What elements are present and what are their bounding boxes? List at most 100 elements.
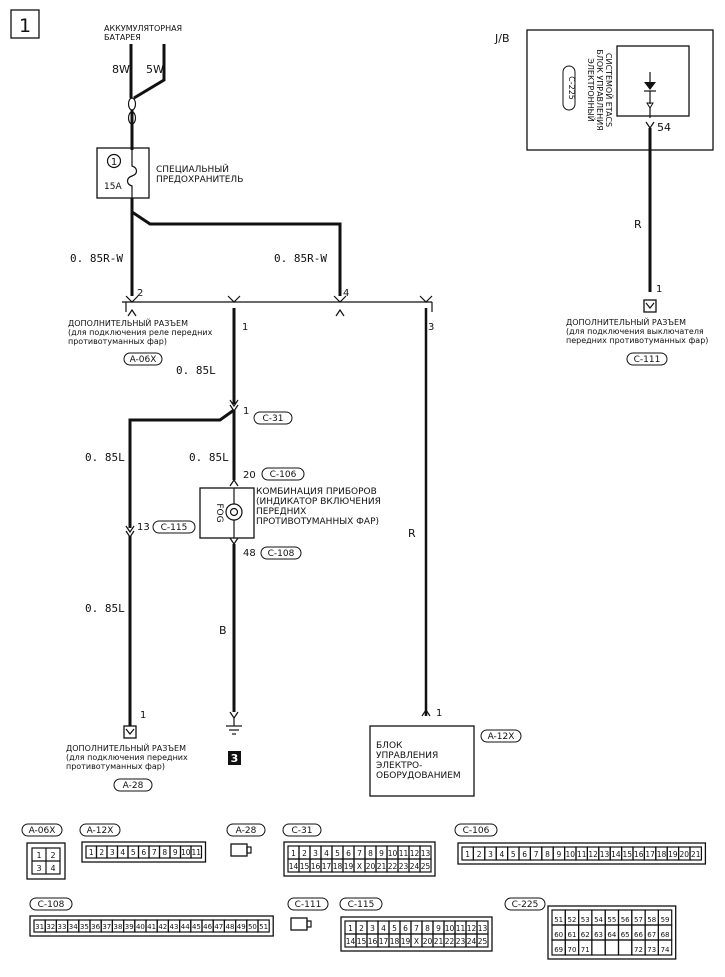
c225-pin-label: 68 [661,931,670,939]
svg-text:ПЕРЕДНИХ: ПЕРЕДНИХ [256,507,306,517]
c115-pin-label: 12 [467,924,477,933]
c225-pin-label: 53 [581,916,590,924]
c106-pin-label: 5 [511,850,516,859]
wire-label-left-low: 0. 85L [85,602,125,615]
c115-pin-label: 21 [434,937,444,946]
c115-cell [476,933,489,948]
fog-indicator-lamp [225,503,243,521]
a12x-pin-label: 3 [110,848,115,857]
fog-label: FOG [214,503,224,522]
legend-tag-c225: C-225 [504,897,546,911]
jb-label: J/B [494,32,510,45]
c111-pin: 1 [656,284,662,295]
c115-pin-label: 18 [390,937,400,946]
c108-pin-label: 49 [237,923,246,931]
c31-pin-label: 9 [379,849,384,858]
c106-id: C-106 [270,470,297,480]
etacs-label: ЭЛЕКТРОННЫЙ БЛОК УПРАВЛЕНИЯ СИСТЕМОЙ ETA… [586,49,615,130]
wire-label-mid: 0. 85L [176,364,216,377]
a06x-pin4: 4 [343,288,349,299]
legend-tag-c108: C-108 [29,897,73,911]
c225-pin-label: 62 [581,931,590,939]
c108-pin-label: 42 [158,923,167,931]
c106-pin-label: 8 [545,850,550,859]
svg-text:ДОПОЛНИТЕЛЬНЫЙ РАЗЪЕМ: ДОПОЛНИТЕЛЬНЫЙ РАЗЪЕМ [566,316,686,327]
ground-symbol [226,711,242,735]
c108-pin-label: 43 [170,923,179,931]
svg-text:(ИНДИКАТОР ВКЛЮЧЕНИЯ: (ИНДИКАТОР ВКЛЮЧЕНИЯ [256,497,381,507]
svg-text:A-28: A-28 [236,826,257,836]
svg-text:A-06X: A-06X [29,826,56,836]
c111-connector [643,299,657,313]
c106-pin-label: 18 [657,850,667,859]
legend-connector-a28 [230,843,252,857]
c31-pin-label: 24 [410,862,420,871]
a12x-pin-label: 11 [191,848,201,857]
a12x-pin-label: 5 [131,848,136,857]
jb-box [526,29,714,151]
c31-pin-label: 12 [410,849,420,858]
svg-text:(для подключения выключателя: (для подключения выключателя [566,327,704,336]
svg-text:ОБОРУДОВАНИЕМ: ОБОРУДОВАНИЕМ [376,771,461,781]
c108-pin-label: 47 [214,923,223,931]
legend-tag-a12x: A-12X [79,823,121,837]
c108-pin-label: 48 [226,923,235,931]
c115-pin-label: 20 [423,937,433,946]
a12x-label: БЛОК УПРАВЛЕНИЯ ЭЛЕКТРО- ОБОРУДОВАНИЕМ [376,741,461,781]
wire-5w-label: 5W [146,63,164,76]
svg-text:C-108: C-108 [38,900,65,910]
c225-pin-label: 54 [594,916,603,924]
c225-pin-label: 57 [634,916,643,924]
c106-pin-label: 10 [566,850,576,859]
wire-to-pin4 [130,198,342,296]
c225-pin-label: 55 [607,916,616,924]
c115-pin-label: 9 [436,924,441,933]
c31-pin-label: 17 [322,862,332,871]
fuse-rating: 15A [104,182,122,192]
ground-ref: 3 [231,752,239,765]
c225-mark [645,121,655,130]
c31-pin-label: 19 [344,862,354,871]
wire-label-pin2: 0. 85R-W [70,252,123,265]
c115-mark [125,525,135,534]
c225-pin-label: 64 [607,931,616,939]
c225-pin-label: 56 [621,916,630,924]
jb-pin: 54 [657,121,671,134]
c108-tag [260,546,302,560]
cluster-pin-bottom: 48 [243,548,256,559]
c106-pin-label: 19 [668,850,678,859]
a12x-box [369,725,475,797]
c108-pin-label: 31 [35,923,44,931]
c115-pin-label: 19 [401,937,411,946]
c31-pin-label: 3 [313,849,318,858]
c106-pin-label: 1 [465,850,470,859]
c31-pin-label: 14 [289,862,299,871]
legend-connector-a06x: 1 2 3 4 [26,842,66,880]
c225-pin-label: 66 [634,931,643,939]
c106-pin-label: 15 [623,850,633,859]
a06x-pin3: 3 [428,322,434,333]
a12x-mark [421,708,431,717]
c106-pin-label: 12 [588,850,598,859]
c106-pin-label: 7 [534,850,539,859]
fuse-box [96,147,150,199]
c225-pin-label: 73 [647,946,656,954]
c225-pin-label: 61 [567,931,576,939]
legend-tag-c115: C-115 [339,897,383,911]
c31-pin-label: 1 [291,849,296,858]
c115-pin-label: 11 [456,924,466,933]
svg-text:ДОПОЛНИТЕЛЬНЫЙ РАЗЪЕМ: ДОПОЛНИТЕЛЬНЫЙ РАЗЪЕМ [66,742,186,753]
fuse-number-circle [106,153,122,169]
c31-pin-label: 18 [333,862,343,871]
c111-id: C-111 [634,355,661,365]
c31-pin-label: 21 [377,862,387,871]
wire-label-r-jb: R [634,218,642,231]
svg-text:ДОПОЛНИТЕЛЬНЫЙ РАЗЪЕМ: ДОПОЛНИТЕЛЬНЫЙ РАЗЪЕМ [68,317,188,328]
svg-text:противотуманных фар): противотуманных фар) [68,337,167,346]
c225-pin-label: 74 [661,946,670,954]
c108-pin-label: 41 [147,923,156,931]
c31-mark [229,399,239,408]
svg-text:C-106: C-106 [463,826,490,836]
battery-label: АККУМУЛЯТОРНАЯ БАТАРЕЯ [104,24,182,42]
